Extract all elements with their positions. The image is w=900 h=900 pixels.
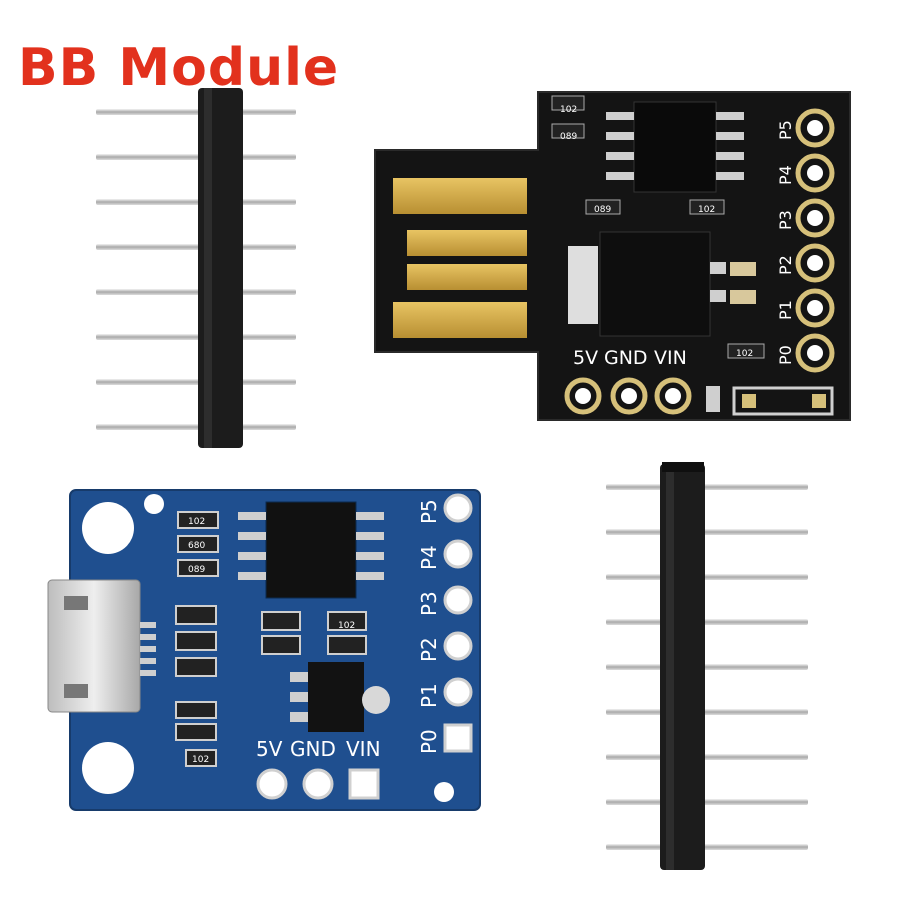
header-pin	[96, 334, 296, 340]
header-pin	[96, 109, 296, 115]
header-pin	[96, 244, 296, 250]
header-pin	[606, 574, 808, 580]
product-title: BB Module	[18, 38, 340, 98]
svg-text:102: 102	[698, 205, 715, 215]
usb-contact	[407, 230, 527, 256]
svg-text:089: 089	[560, 132, 577, 142]
header-pin	[606, 799, 808, 805]
black-pin-label: P2	[776, 255, 795, 275]
black-pin-label: P0	[776, 345, 795, 365]
micro-usb-port	[47, 579, 141, 713]
usb-contact	[393, 302, 527, 338]
header-pin	[96, 424, 296, 430]
attiny-chip	[633, 101, 717, 193]
blue-label-vin: VIN	[346, 737, 381, 761]
black-pin-label: P3	[776, 210, 795, 230]
blue-pin-label: P1	[417, 683, 441, 708]
header-pin	[606, 664, 808, 670]
header-pin	[606, 754, 808, 760]
black-label-vin: VIN	[654, 347, 687, 369]
svg-text:089: 089	[188, 565, 205, 575]
black-label-5v: 5V	[573, 347, 598, 369]
black-pin-label: P5	[776, 120, 795, 140]
pin-header-top-left	[96, 88, 296, 448]
black-pin-label: P4	[776, 165, 795, 185]
voltage-regulator	[599, 231, 711, 337]
header-pin	[96, 379, 296, 385]
pin-header-bottom-right	[606, 464, 808, 870]
svg-text:680: 680	[188, 541, 205, 551]
header-pin	[606, 709, 808, 715]
black-label-gnd: GND	[604, 347, 648, 369]
svg-text:089: 089	[594, 205, 611, 215]
blue-pin-label: P2	[417, 637, 441, 662]
header-pin	[606, 619, 808, 625]
header-pin	[96, 154, 296, 160]
blue-pin-label: P0	[417, 729, 441, 754]
voltage-regulator-blue	[308, 662, 364, 732]
svg-text:102: 102	[192, 755, 209, 765]
header-pin	[96, 289, 296, 295]
blue-pin-label: P5	[417, 499, 441, 524]
blue-label-gnd: GND	[290, 737, 336, 761]
blue-label-5v: 5V	[256, 737, 283, 761]
svg-text:102: 102	[338, 621, 355, 631]
blue-pin-label: P4	[417, 545, 441, 570]
header-pin	[96, 199, 296, 205]
black-pin-label: P1	[776, 300, 795, 320]
svg-text:102: 102	[736, 349, 753, 359]
attiny-chip-blue	[265, 501, 357, 599]
svg-text:102: 102	[560, 105, 577, 115]
blue-pin-label: P3	[417, 591, 441, 616]
header-pin	[606, 529, 808, 535]
usb-contact	[407, 264, 527, 290]
usb-contact	[393, 178, 527, 214]
header-pin	[606, 484, 808, 490]
svg-text:102: 102	[188, 517, 205, 527]
header-pin	[606, 844, 808, 850]
